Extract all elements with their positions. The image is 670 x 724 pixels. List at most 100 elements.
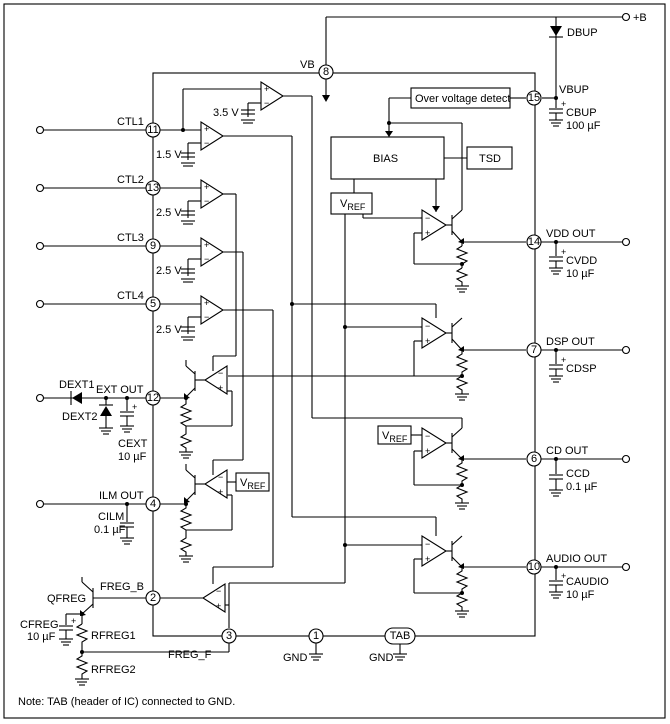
svg-text:8: 8 <box>323 66 329 78</box>
svg-text:+: + <box>561 99 566 109</box>
svg-text:+: + <box>264 84 269 94</box>
pin-5: 5 <box>145 296 161 312</box>
supply-label: +B <box>633 12 647 24</box>
svg-text:+: + <box>425 554 430 564</box>
ctl1-label: CTL1 <box>117 116 144 128</box>
ctl2-label: CTL2 <box>117 174 144 186</box>
vref-cd-label: VREF <box>382 430 408 444</box>
ilm-out-regulator: − + <box>160 464 233 563</box>
rfreg2-label: RFREG2 <box>91 664 136 676</box>
svg-text:−: − <box>425 321 430 331</box>
svg-text:1: 1 <box>313 630 319 642</box>
svg-text:−: − <box>216 586 221 596</box>
svg-text:+: + <box>218 383 223 393</box>
svg-text:+: + <box>425 228 430 238</box>
dbup-diode <box>549 26 563 38</box>
vref-bus <box>228 214 420 628</box>
svg-text:+: + <box>561 571 566 581</box>
svg-text:−: − <box>425 213 430 223</box>
cext-name: CEXT <box>118 438 148 450</box>
ctl2-terminal <box>35 183 45 193</box>
gnd-label-tab: GND <box>369 652 394 664</box>
pin-6: 6 <box>526 451 542 467</box>
svg-text:−: − <box>425 539 430 549</box>
ctl1-terminal <box>35 125 45 135</box>
vdd-regulator: − + <box>413 209 526 293</box>
cd-out-terminal <box>621 454 631 464</box>
svg-text:3: 3 <box>226 630 232 642</box>
ccd-capacitor <box>549 459 563 497</box>
vb-label: VB <box>300 59 315 71</box>
cext-capacitor: + <box>120 398 137 433</box>
supply-terminal <box>621 12 631 22</box>
tab-label: TAB <box>390 630 411 642</box>
junction-dots <box>80 96 558 654</box>
ilm-out-terminal <box>35 499 45 509</box>
svg-text:−: − <box>204 254 209 264</box>
qfreg-label: QFREG <box>47 593 86 605</box>
caudio-capacitor: + <box>549 567 566 599</box>
svg-text:2: 2 <box>150 592 156 604</box>
svg-text:7: 7 <box>531 344 537 356</box>
pin-7: 7 <box>526 342 542 358</box>
svg-text:+: + <box>561 355 566 365</box>
svg-text:9: 9 <box>150 240 156 252</box>
svg-text:15: 15 <box>528 92 540 104</box>
pin-12: 12 <box>145 390 161 406</box>
svg-text:6: 6 <box>531 453 537 465</box>
ext-out-label: EXT OUT <box>96 384 144 396</box>
footnote: Note: TAB (header of IC) connected to GN… <box>18 696 235 708</box>
cdsp-capacitor: + <box>549 350 566 383</box>
cbup-capacitor: + <box>549 99 566 127</box>
svg-text:10: 10 <box>528 561 540 573</box>
pin-8: 8 <box>318 64 334 80</box>
control-lines <box>223 135 437 536</box>
svg-text:+: + <box>425 446 430 456</box>
cvdd-name: CVDD <box>566 255 597 267</box>
ctl4-terminal <box>35 299 45 309</box>
ctl4-label: CTL4 <box>117 290 144 302</box>
gnd-label-pin1: GND <box>283 652 308 664</box>
cdsp-name: CDSP <box>566 363 597 375</box>
svg-text:5: 5 <box>150 298 156 310</box>
svg-text:+: + <box>204 298 209 308</box>
svg-text:+: + <box>204 240 209 250</box>
pin-15: 15 <box>526 90 542 106</box>
ext-out-regulator: − + <box>160 360 233 459</box>
cfreg-name: CFREG <box>20 619 59 631</box>
freg-f-label: FREG_F <box>168 649 212 661</box>
svg-text:−: − <box>425 431 430 441</box>
svg-text:14: 14 <box>528 236 540 248</box>
svg-text:+: + <box>425 336 430 346</box>
svg-text:+: + <box>216 601 221 611</box>
vref-ilm-label: VREF <box>240 477 266 491</box>
cilm-value: 0.1 µF <box>94 524 126 536</box>
freg-b-label: FREG_B <box>100 581 144 593</box>
comparator-35v: + − <box>182 80 420 419</box>
pin-2: 2 <box>145 590 161 606</box>
svg-text:12: 12 <box>147 392 159 404</box>
svg-text:−: − <box>204 196 209 206</box>
svg-text:−: − <box>204 138 209 148</box>
ctl3-terminal <box>35 241 45 251</box>
ref-25v-a: 2.5 V <box>156 207 182 219</box>
right-output-wiring <box>540 241 622 568</box>
vref-upper-label: VREF <box>340 198 366 212</box>
ovd-label: Over voltage detect <box>415 93 510 105</box>
svg-text:+: + <box>218 487 223 497</box>
svg-text:+: + <box>204 124 209 134</box>
freg-amplifier: − + <box>160 582 229 614</box>
caudio-value: 10 µF <box>566 589 595 601</box>
cd-out-label: CD OUT <box>546 445 588 457</box>
dext2-diode <box>99 398 113 435</box>
pin-10: 10 <box>526 559 542 575</box>
figure-frame <box>3 3 666 719</box>
comparator-ctl3: + − <box>44 236 244 475</box>
vdd-out-terminal <box>621 237 631 247</box>
dsp-out-terminal <box>621 345 631 355</box>
audio-out-terminal <box>621 562 631 572</box>
supply-wiring <box>322 16 622 102</box>
svg-text:−: − <box>218 472 223 482</box>
tsd-label: TSD <box>479 153 501 165</box>
